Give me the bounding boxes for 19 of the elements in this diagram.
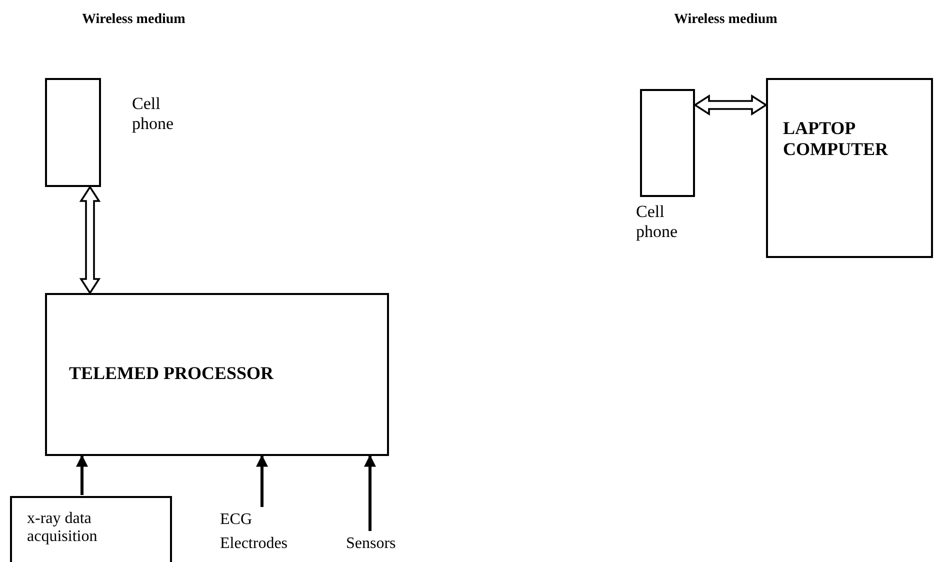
input-label: Sensors bbox=[346, 532, 416, 556]
section-heading: Wireless medium bbox=[674, 12, 778, 28]
device-caption: Cell phone bbox=[636, 202, 679, 242]
arrow bbox=[256, 454, 268, 507]
cell-phone-box bbox=[640, 89, 695, 197]
box-label: LAPTOP COMPUTER bbox=[783, 118, 890, 160]
box-label: x-ray data acquisition bbox=[27, 510, 98, 547]
input-label: ECG Electrodes bbox=[220, 508, 310, 556]
arrow bbox=[79, 185, 101, 295]
input-box bbox=[10, 496, 172, 562]
device-caption: Cell phone bbox=[132, 94, 175, 134]
section-heading: Wireless medium bbox=[82, 12, 186, 28]
box-label: TELEMED PROCESSOR bbox=[69, 363, 275, 384]
arrow bbox=[76, 454, 88, 495]
arrow bbox=[364, 454, 376, 531]
arrow bbox=[693, 94, 768, 116]
laptop-box bbox=[766, 78, 933, 258]
processor-box bbox=[45, 293, 389, 456]
cell-phone-box bbox=[45, 78, 101, 187]
